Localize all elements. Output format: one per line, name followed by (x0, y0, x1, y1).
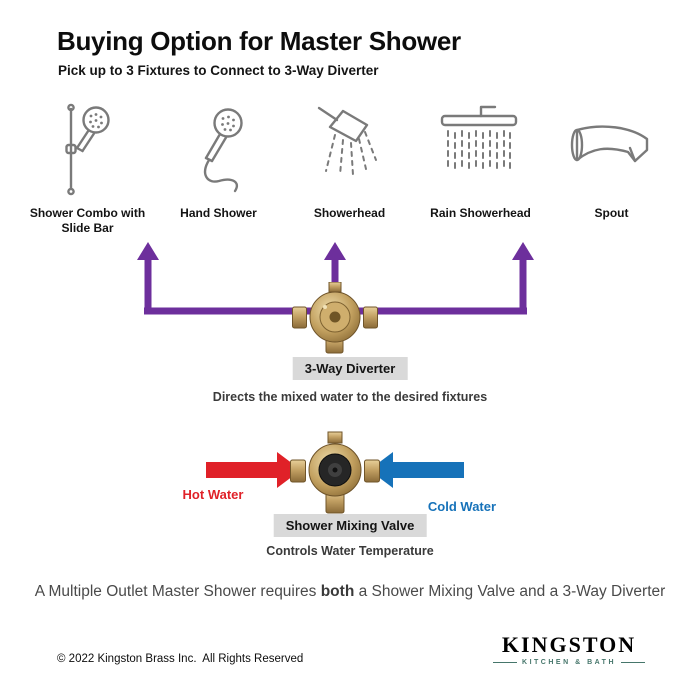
cold-water-label: Cold Water (427, 499, 497, 514)
hand-shower-icon (203, 108, 243, 193)
page-subtitle: Pick up to 3 Fixtures to Connect to 3-Wa… (58, 63, 379, 78)
note-bold: both (320, 583, 355, 600)
fixture-label: Spout (594, 206, 629, 220)
tagline-rule-left (493, 662, 518, 663)
kingston-logo: KINGSTON KITCHEN & BATH (493, 632, 646, 666)
diverter-label: 3-Way Diverter (292, 357, 408, 380)
hot-water-label: Hot Water (182, 487, 244, 502)
hot-water-arrow (206, 452, 301, 488)
tagline-rule-right (621, 662, 646, 663)
kingston-wordmark: KINGSTON (501, 632, 637, 657)
arrowhead-center (324, 242, 346, 260)
fixture-label: Hand Shower (180, 206, 257, 220)
fixture-spout: Spout (546, 103, 677, 236)
mixing-valve-label: Shower Mixing Valve (273, 514, 427, 537)
tagline-text: KITCHEN & BATH (522, 659, 616, 666)
fixture-hand-shower: Hand Shower (153, 103, 284, 236)
diverter-caption: Directs the mixed water to the desired f… (212, 390, 488, 404)
fixture-label: Showerhead (313, 206, 386, 220)
spout-icon (570, 125, 648, 163)
arrowhead-left (137, 242, 159, 260)
fixture-shower-combo: Shower Combo with Slide Bar (22, 103, 153, 236)
fixture-showerhead: Showerhead (284, 103, 415, 236)
note-prefix: A Multiple Outlet Master Shower requires (34, 583, 321, 600)
shower-mixing-valve (290, 431, 380, 514)
fixture-label: Shower Combo with Slide Bar (29, 206, 146, 235)
fixture-row: Shower Combo with Slide Bar Hand Shower (22, 103, 678, 236)
summary-note: A Multiple Outlet Master Shower requires… (0, 583, 700, 601)
note-suffix: a Shower Mixing Valve and a 3-Way Divert… (354, 583, 666, 600)
rain-showerhead-icon (440, 105, 517, 174)
three-way-diverter-valve (292, 282, 378, 354)
showerhead-icon (317, 106, 377, 176)
fixture-rain-showerhead: Rain Showerhead (415, 103, 546, 236)
copyright-text: © 2022 Kingston Brass Inc. All Rights Re… (57, 653, 304, 665)
shower-combo-slide-bar-icon (64, 103, 110, 196)
page-title: Buying Option for Master Shower (57, 26, 461, 56)
cold-water-arrow (369, 452, 464, 488)
kingston-tagline: KITCHEN & BATH (493, 659, 646, 666)
arrowhead-right (512, 242, 534, 260)
mixing-valve-caption: Controls Water Temperature (266, 544, 434, 558)
fixture-label: Rain Showerhead (430, 206, 531, 220)
